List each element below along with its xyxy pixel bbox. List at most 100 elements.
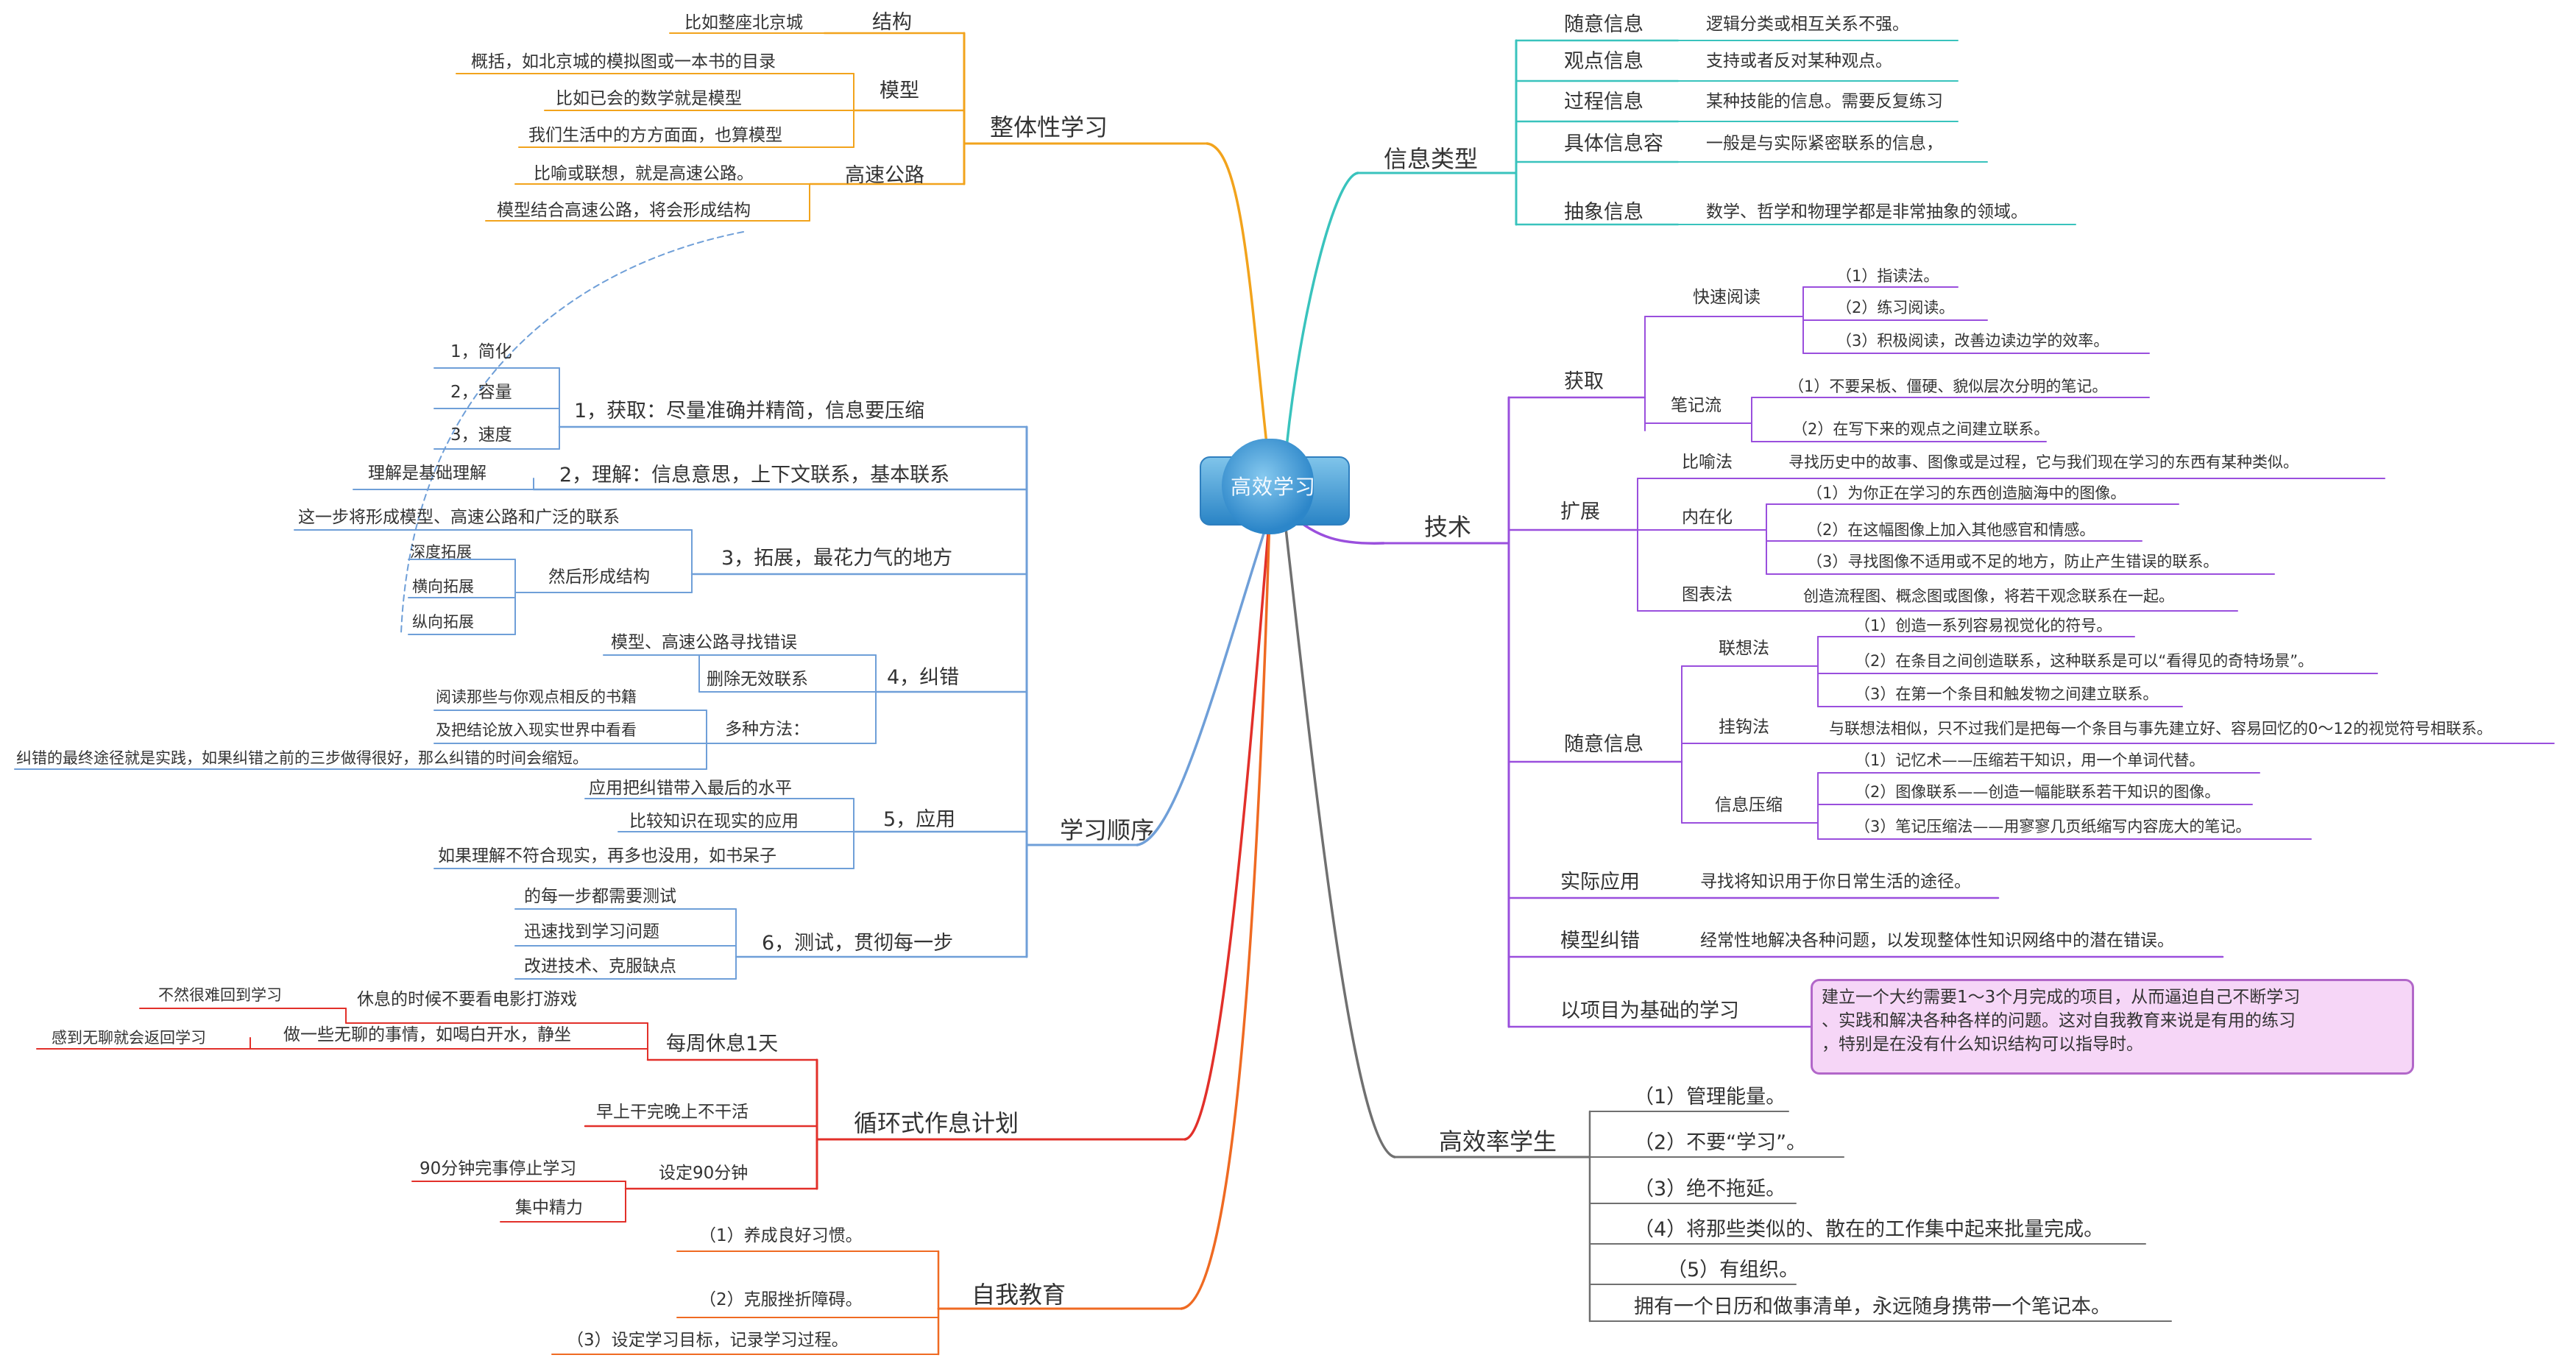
node-suiyi[interactable]: 随意信息: [1564, 733, 1643, 756]
node-sub[interactable]: 联想法: [1719, 639, 1769, 658]
node-sub[interactable]: 内在化: [1682, 508, 1733, 527]
leaf[interactable]: 比如整座北京城: [684, 13, 803, 32]
node-shiji[interactable]: 实际应用: [1560, 871, 1640, 894]
node-sub[interactable]: 信息压缩: [1715, 796, 1783, 815]
leaf[interactable]: （3）在第一个条目和触发物之间建立联系。: [1855, 685, 2159, 703]
leaf[interactable]: 3，速度: [450, 425, 512, 445]
leaf[interactable]: （1）记忆术——压缩若干知识，用一个单词代替。: [1855, 751, 2205, 769]
leaf[interactable]: 与联想法相似，只不过我们是把每一个条目与事先建立好、容易回忆的0～12的视觉符号…: [1829, 720, 2493, 737]
topic-ziwo[interactable]: 自我教育: [972, 1281, 1066, 1309]
node-gaosu[interactable]: 高速公路: [845, 164, 924, 187]
leaf[interactable]: 2，容量: [450, 383, 512, 402]
leaf[interactable]: 改进技术、克服缺点: [524, 957, 676, 976]
leaf[interactable]: 90分钟完事停止学习: [420, 1159, 577, 1178]
info-type-desc[interactable]: 某种技能的信息。需要反复练习: [1706, 92, 1943, 111]
leaf[interactable]: 纵向拓展: [412, 613, 474, 631]
leaf[interactable]: （3）设定学习目标，记录学习过程。: [567, 1331, 849, 1350]
node-sub[interactable]: 休息的时候不要看电影打游戏: [357, 990, 577, 1009]
leaf[interactable]: 我们生活中的方方面面，也算模型: [528, 126, 782, 145]
leaf[interactable]: 比如已会的数学就是模型: [556, 89, 742, 108]
node-sub[interactable]: 删除无效联系: [707, 670, 808, 689]
leaf[interactable]: 创造流程图、概念图或图像，将若干观念联系在一起。: [1803, 587, 2174, 605]
leaf[interactable]: （3）笔记压缩法——用寥寥几页纸缩写内容庞大的笔记。: [1855, 818, 2251, 835]
leaf[interactable]: 概括，如北京城的模拟图或一本书的目录: [471, 52, 776, 71]
leaf[interactable]: 纠错的最终途径就是实践，如果纠错之前的三步做得很好，那么纠错的时间会缩短。: [16, 749, 588, 767]
node-step6[interactable]: 6，测试，贯彻每一步: [762, 932, 954, 955]
leaf[interactable]: 横向拓展: [412, 578, 474, 595]
leaf[interactable]: （2）克服挫折障碍。: [699, 1290, 863, 1309]
leaf[interactable]: （3）寻找图像不适用或不足的地方，防止产生错误的联系。: [1807, 553, 2219, 570]
node-sub[interactable]: 然后形成结构: [548, 567, 650, 587]
topic-xunhuan[interactable]: 循环式作息计划: [854, 1109, 1019, 1137]
leaf[interactable]: （4）将那些类似的、散在的工作集中起来批量完成。: [1634, 1218, 2104, 1241]
info-type-desc[interactable]: 逻辑分类或相互关系不强。: [1706, 15, 1909, 34]
info-type-name[interactable]: 过程信息: [1564, 91, 1643, 113]
leaf[interactable]: 1，简化: [450, 342, 512, 361]
info-type-desc[interactable]: 支持或者反对某种观点。: [1706, 52, 1892, 71]
leaf[interactable]: 理解是基础理解: [368, 464, 486, 483]
leaf[interactable]: （1）为你正在学习的东西创造脑海中的图像。: [1807, 484, 2126, 502]
leaf[interactable]: 拥有一个日历和做事清单，永远随身携带一个笔记本。: [1634, 1295, 2111, 1318]
node-huoqu[interactable]: 获取: [1564, 370, 1604, 393]
leaf[interactable]: 及把结论放入现实世界中看看: [436, 721, 637, 739]
leaf[interactable]: 不然很难回到学习: [158, 986, 282, 1004]
node-xiangmu[interactable]: 以项目为基础的学习: [1560, 1000, 1739, 1022]
node-moxing[interactable]: 模型: [880, 79, 919, 102]
node-sub[interactable]: 快速阅读: [1693, 288, 1761, 307]
leaf[interactable]: 阅读那些与你观点相反的书籍: [436, 688, 637, 706]
leaf[interactable]: 感到无聊就会返回学习: [52, 1029, 206, 1047]
node-weekly[interactable]: 每周休息1天: [666, 1033, 779, 1055]
node-sub[interactable]: 笔记流: [1671, 396, 1722, 415]
topic-zhengti[interactable]: 整体性学习: [990, 113, 1108, 141]
leaf[interactable]: （2）不要“学习”。: [1634, 1131, 1807, 1154]
leaf[interactable]: （2）练习阅读。: [1836, 299, 1955, 316]
leaf[interactable]: 集中精力: [515, 1198, 583, 1217]
node-step3[interactable]: 3，拓展，最花力气的地方: [721, 547, 953, 570]
leaf[interactable]: （2）在这幅图像上加入其他感官和情感。: [1807, 521, 2095, 539]
topic-shunxu[interactable]: 学习顺序: [1060, 816, 1155, 844]
node-sub[interactable]: 挂钩法: [1719, 718, 1769, 737]
node-kuozhan[interactable]: 扩展: [1560, 500, 1600, 523]
leaf[interactable]: （3）积极阅读，改善边读边学的效率。: [1836, 332, 2109, 350]
leaf[interactable]: 比喻或联想，就是高速公路。: [534, 164, 754, 183]
node-step1[interactable]: 1，获取：尽量准确并精简，信息要压缩: [574, 400, 925, 422]
leaf[interactable]: 如果理解不符合现实，再多也没用，如书呆子: [438, 846, 776, 866]
info-type-desc[interactable]: 一般是与实际紧密联系的信息，: [1706, 134, 1943, 153]
leaf[interactable]: （5）有组织。: [1667, 1259, 1800, 1281]
node-sub[interactable]: 做一些无聊的事情，如喝白开水，静坐: [283, 1025, 571, 1044]
topic-jishu[interactable]: 技术: [1424, 513, 1472, 541]
node-moxing[interactable]: 模型纠错: [1560, 930, 1640, 952]
leaf[interactable]: （1）管理能量。: [1634, 1086, 1786, 1108]
topic-info-types[interactable]: 信息类型: [1384, 145, 1479, 173]
leaf[interactable]: （1）养成良好习惯。: [699, 1226, 863, 1245]
node-step2[interactable]: 2，理解：信息意思，上下文联系，基本联系: [559, 464, 950, 487]
leaf[interactable]: （2）在条目之间创造联系，这种联系是可以“看得见的奇特场景”。: [1855, 652, 2314, 670]
leaf[interactable]: （1）创造一系列容易视觉化的符号。: [1855, 617, 2112, 634]
leaf[interactable]: （1）指读法。: [1836, 267, 1939, 285]
node-sub[interactable]: 比喻法: [1682, 453, 1733, 472]
leaf[interactable]: 寻找将知识用于你日常生活的途径。: [1700, 872, 1971, 891]
leaf[interactable]: 迅速找到学习问题: [524, 922, 659, 941]
node-sub[interactable]: 多种方法：: [725, 720, 810, 739]
leaf[interactable]: （1）不要呆板、僵硬、貌似层次分明的笔记。: [1788, 378, 2108, 395]
node-early[interactable]: 早上干完晚上不干活: [596, 1103, 749, 1122]
node-ninety[interactable]: 设定90分钟: [659, 1164, 749, 1183]
leaf[interactable]: 模型结合高速公路，将会形成结构: [497, 201, 751, 220]
leaf[interactable]: （3）绝不拖延。: [1634, 1178, 1786, 1200]
info-type-desc[interactable]: 数学、哲学和物理学都是非常抽象的领域。: [1706, 202, 2028, 222]
project-note-box[interactable]: 建立一个大约需要1～3个月完成的项目，从而逼迫自己不断学习 、实践和解决各种各样…: [1811, 979, 2414, 1075]
node-sub[interactable]: 图表法: [1682, 585, 1733, 604]
node-step4[interactable]: 4，纠错: [887, 666, 960, 689]
node-step5[interactable]: 5，应用: [883, 808, 956, 831]
leaf[interactable]: 经常性地解决各种问题，以发现整体性知识网络中的潜在错误。: [1700, 931, 2174, 950]
topic-gaoxiao[interactable]: 高效率学生: [1439, 1128, 1557, 1156]
leaf[interactable]: 这一步将形成模型、高速公路和广泛的联系: [298, 508, 620, 527]
info-type-name[interactable]: 观点信息: [1564, 50, 1643, 73]
info-type-name[interactable]: 抽象信息: [1564, 201, 1643, 224]
leaf[interactable]: 寻找历史中的故事、图像或是过程，它与我们现在学习的东西有某种类似。: [1788, 453, 2299, 471]
leaf[interactable]: 深度拓展: [410, 543, 472, 561]
node-jiegou[interactable]: 结构: [872, 11, 912, 34]
leaf[interactable]: 模型、高速公路寻找错误: [611, 633, 797, 652]
leaf[interactable]: （2）图像联系——创造一幅能联系若干知识的图像。: [1855, 783, 2221, 801]
info-type-name[interactable]: 随意信息: [1564, 13, 1643, 36]
